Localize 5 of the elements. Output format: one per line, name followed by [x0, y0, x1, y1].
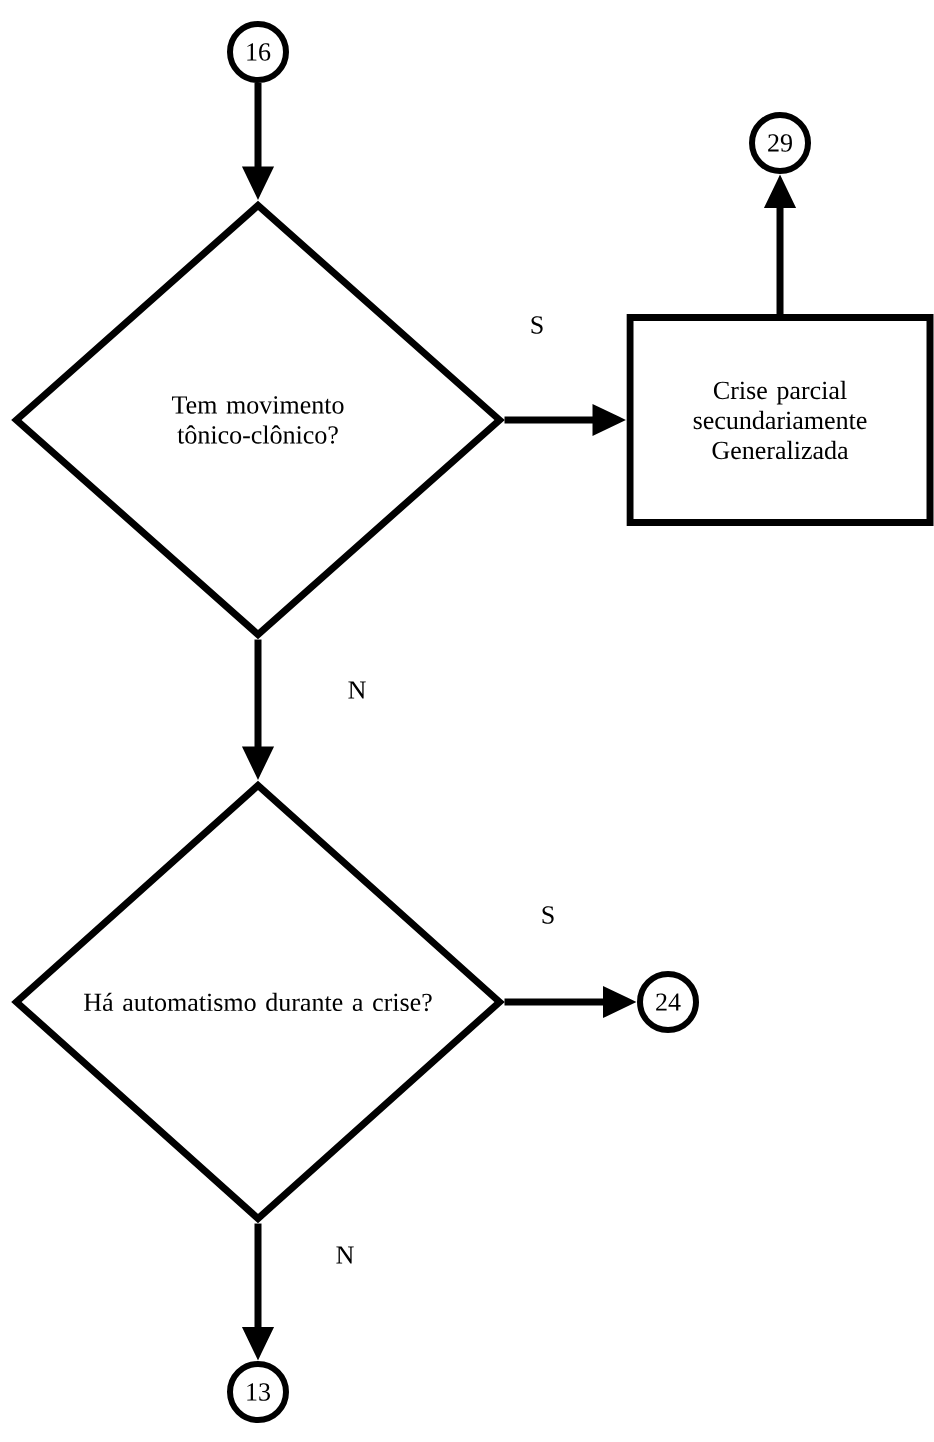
process-box: Crise parcial secundariamente Generalizada	[626, 314, 934, 526]
edge-label: S	[538, 904, 558, 926]
edge-label: N	[345, 679, 369, 701]
edge-label: N	[333, 1244, 357, 1266]
edge-label: S	[527, 314, 547, 336]
